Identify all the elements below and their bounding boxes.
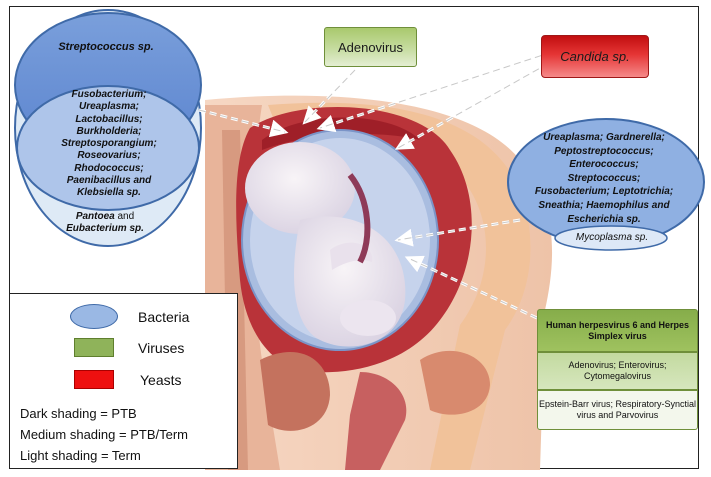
- legend-label: Viruses: [138, 340, 184, 356]
- right-species-line: Ureaplasma; Gardnerella;: [510, 131, 698, 145]
- left-species-line: Klebsiella sp.: [60, 187, 158, 199]
- shading-light-note: Light shading = Term: [20, 448, 141, 463]
- left-species-line: Streptosporangium;: [60, 138, 158, 150]
- adenovirus-label: Adenovirus: [338, 40, 403, 55]
- virus-box-dark: Human herpesvirus 6 and Herpes Simplex v…: [537, 309, 698, 352]
- mycoplasma-label: Mycoplasma sp.: [560, 232, 664, 243]
- adenovirus-box: Adenovirus: [324, 27, 417, 67]
- legend-item-yeasts: Yeasts: [74, 370, 182, 389]
- right-species-line: Streptococcus;: [510, 172, 698, 186]
- virus-dark-text: Human herpesvirus 6 and Herpes Simplex v…: [538, 320, 697, 342]
- left-ellipse-middle-text: Fusobacterium; Ureaplasma; Lactobacillus…: [60, 89, 158, 200]
- left-species-line: Rhodococcus;: [60, 163, 158, 175]
- virus-light-text: Epstein-Barr virus; Respiratory-Synctial…: [538, 399, 697, 421]
- pantoea-label: Pantoea: [76, 211, 115, 222]
- shading-dark-note: Dark shading = PTB: [20, 406, 137, 421]
- virus-box-light: Epstein-Barr virus; Respiratory-Synctial…: [537, 390, 698, 430]
- left-ellipse-top-text: Streptococcus sp.: [44, 41, 168, 53]
- right-ellipse-text: Ureaplasma; Gardnerella; Peptostreptococ…: [510, 131, 698, 226]
- left-species-line: Roseovarius;: [60, 150, 158, 162]
- legend-label: Bacteria: [138, 309, 189, 325]
- right-species-line: Sneathia; Haemophilus and: [510, 199, 698, 213]
- left-species-line: Fusobacterium;: [60, 89, 158, 101]
- right-species-line: Enterococcus;: [510, 158, 698, 172]
- right-species-line: Peptostreptococcus;: [510, 145, 698, 159]
- legend-item-bacteria: Bacteria: [70, 304, 189, 329]
- legend: Bacteria Viruses Yeasts Dark shading = P…: [9, 293, 238, 469]
- shading-medium-note: Medium shading = PTB/Term: [20, 427, 188, 442]
- and-label: and: [115, 211, 134, 222]
- left-species-line: Burkholderia;: [60, 126, 158, 138]
- legend-item-viruses: Viruses: [74, 338, 184, 357]
- bacteria-ellipse-swatch: [70, 304, 118, 329]
- left-ellipse-bottom-text: Pantoea and Eubacterium sp.: [46, 211, 164, 236]
- right-species-line: Escherichia sp.: [510, 213, 698, 227]
- fetus-leg: [340, 300, 396, 336]
- candida-box: Candida sp.: [541, 35, 649, 78]
- left-species-line: Ureaplasma;: [60, 101, 158, 113]
- virus-box-swatch: [74, 338, 114, 357]
- virus-box-medium: Adenovirus; Enterovirus; Cytomegalovirus: [537, 352, 698, 390]
- virus-medium-text: Adenovirus; Enterovirus; Cytomegalovirus: [538, 360, 697, 382]
- left-species-line: Lactobacillus;: [60, 114, 158, 126]
- right-species-line: Fusobacterium; Leptotrichia;: [510, 185, 698, 199]
- legend-label: Yeasts: [140, 372, 182, 388]
- candida-label: Candida sp.: [560, 49, 629, 64]
- left-species-line: Paenibacillus and: [60, 175, 158, 187]
- eubacterium-label: Eubacterium sp.: [46, 223, 164, 235]
- yeast-box-swatch: [74, 370, 114, 389]
